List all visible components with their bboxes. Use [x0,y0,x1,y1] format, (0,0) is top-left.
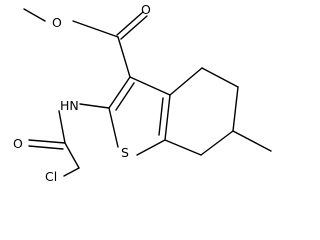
ch2-cl-bond [63,167,80,177]
ring-c6-c7-bond [200,130,234,156]
ester-carbonyl-double-bond [116,11,148,40]
n-carbonyl-bond [58,110,66,144]
ring-c4-c5-bond [201,67,239,88]
ring-c5-c6-bond [232,86,239,132]
thiophene-c2-c3-double-bond [108,76,135,111]
ring-c3a-c4-bond [169,67,203,96]
ester-to-ring-bond [117,36,131,78]
thiophene-s-c2-bond [108,107,119,148]
sulfur-label: S [121,145,129,160]
ester-oxygen-single-label: O [52,15,62,30]
thiophene-c3-c3a-bond [129,76,171,96]
thiophene-c3a-c7a-double-bond [158,94,171,141]
c2-n-bond [79,103,110,109]
ring-c7-c7a-bond [164,139,202,156]
nh-label: HN [60,98,79,113]
carbonyl-ch2-bond [64,142,80,169]
amide-oxygen-label: O [13,136,23,151]
chemical-structure: O O HN S O Cl [13,2,272,184]
ester-o-c-bond [72,20,119,38]
ester-oxygen-double-label: O [141,2,151,17]
chlorine-label: Cl [45,169,57,184]
amide-carbonyl-double-bond [28,139,66,150]
methyl-substituent-bond [232,130,272,152]
thiophene-c7a-s-bond [136,139,166,156]
ester-methyl-bond [23,8,46,22]
